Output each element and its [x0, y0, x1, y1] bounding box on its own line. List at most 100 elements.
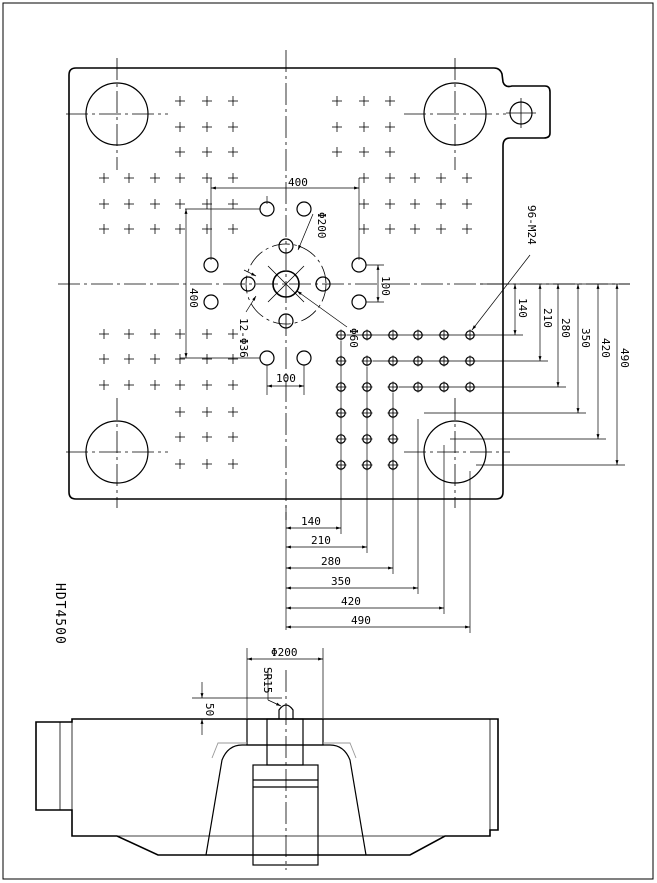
cross-mark: [359, 199, 369, 209]
cross-mark: [175, 96, 185, 106]
bottom-offset-dim: 280: [286, 393, 394, 574]
cross-mark: [150, 199, 160, 209]
cross-mark: [202, 354, 212, 364]
bottom-offset-label: 490: [351, 614, 371, 627]
tie-bar-top-right: [404, 58, 506, 170]
cross-mark: [436, 173, 446, 183]
leader-sr15: SR15: [261, 667, 282, 707]
side-ram: [252, 764, 319, 866]
cross-mark: [175, 147, 185, 157]
cross-mark: [228, 354, 238, 364]
cross-mark: [228, 459, 238, 469]
platen-outline: [68, 67, 551, 500]
cross-mark: [202, 122, 212, 132]
right-offset-dim: 280: [399, 284, 572, 388]
leader-96-m24: 96-M24: [471, 205, 538, 331]
cross-mark: [228, 432, 238, 442]
side-gray-recess: [211, 742, 357, 759]
bottom-offset-label: 140: [301, 515, 321, 528]
cross-mark: [175, 407, 185, 417]
label-side-phi200: Φ200: [271, 646, 298, 659]
leader-phi200: Φ200: [297, 212, 328, 251]
cross-mark: [99, 224, 109, 234]
cross-mark: [124, 329, 134, 339]
right-offset-label: 350: [579, 328, 592, 348]
right-offset-label: 280: [559, 318, 572, 338]
right-offset-dim: 210: [373, 284, 554, 362]
cross-mark: [99, 199, 109, 209]
cross-mark: [202, 96, 212, 106]
dim-right-100: 100: [366, 264, 392, 303]
cross-mark: [150, 380, 160, 390]
cross-mark: [228, 173, 238, 183]
cross-mark: [124, 173, 134, 183]
cross-mark: [410, 173, 420, 183]
right-offset-label: 140: [516, 298, 529, 318]
tie-bar-bottom-right: [404, 398, 510, 508]
cross-mark: [150, 224, 160, 234]
cross-mark: [410, 199, 420, 209]
label-side-50: 50: [203, 703, 216, 716]
cross-mark: [202, 147, 212, 157]
cross-mark: [124, 199, 134, 209]
cross-mark: [436, 224, 446, 234]
bottom-offset-label: 420: [341, 595, 361, 608]
cross-mark: [150, 173, 160, 183]
dim-label-400-top: 400: [288, 176, 308, 189]
cross-mark: [175, 329, 185, 339]
side-nozzle-column: [266, 718, 304, 766]
label-96-m24: 96-M24: [525, 205, 538, 245]
cross-mark: [175, 199, 185, 209]
m24-hole: [361, 355, 373, 367]
cross-mark: [202, 407, 212, 417]
cross-mark: [385, 199, 395, 209]
leader-phi60: Φ60: [296, 290, 360, 348]
cross-mark: [359, 224, 369, 234]
cross-mark: [175, 122, 185, 132]
leader-12-phi36: 12-Φ36: [237, 269, 257, 358]
bottom-offset-dimensions: 140 210 280 350 420 490: [285, 341, 471, 633]
tie-bar-top-left: [66, 58, 168, 170]
m24-hole: [335, 329, 347, 341]
right-offset-label: 210: [541, 308, 554, 328]
cross-mark: [462, 199, 472, 209]
bottom-offset-dim: 490: [286, 471, 471, 633]
platen-side-view: Φ200 SR15 50: [35, 646, 499, 870]
cross-mark: [228, 380, 238, 390]
cross-mark: [202, 380, 212, 390]
model-code: HDT4500: [52, 583, 67, 645]
locating-ring-phi200: [245, 243, 327, 325]
bottom-offset-label: 210: [311, 534, 331, 547]
cross-mark: [228, 96, 238, 106]
m24-grid-holes: [335, 329, 476, 471]
cross-mark: [175, 354, 185, 364]
dim-side-phi200: Φ200: [246, 646, 324, 718]
right-offset-dim: 140: [347, 284, 529, 336]
bolt-hole: [240, 276, 256, 292]
cross-mark: [359, 96, 369, 106]
bottom-offset-dim: 140: [286, 341, 342, 534]
cross-mark: [410, 224, 420, 234]
cross-mark: [385, 96, 395, 106]
bottom-offset-label: 280: [321, 555, 341, 568]
label-phi60: Φ60: [347, 328, 360, 348]
cross-mark: [99, 354, 109, 364]
bottom-offset-label: 350: [331, 575, 351, 588]
bottom-offset-dim: 210: [286, 367, 368, 553]
cross-mark: [175, 380, 185, 390]
dim-left-400: 400: [180, 209, 260, 359]
label-phi200: Φ200: [315, 212, 328, 239]
dim-label-100-bottom: 100: [276, 372, 296, 385]
cross-mark: [359, 147, 369, 157]
cross-mark: [124, 354, 134, 364]
cross-mark: [202, 199, 212, 209]
cross-mark: [228, 147, 238, 157]
center-bore-phi60: [272, 270, 300, 298]
right-offset-label: 490: [618, 348, 631, 368]
cross-mark: [359, 122, 369, 132]
right-offset-label: 420: [599, 338, 612, 358]
dim-label-100-right: 100: [379, 276, 392, 296]
cross-mark: [202, 432, 212, 442]
cross-mark: [462, 173, 472, 183]
bolt-hole: [278, 238, 294, 254]
